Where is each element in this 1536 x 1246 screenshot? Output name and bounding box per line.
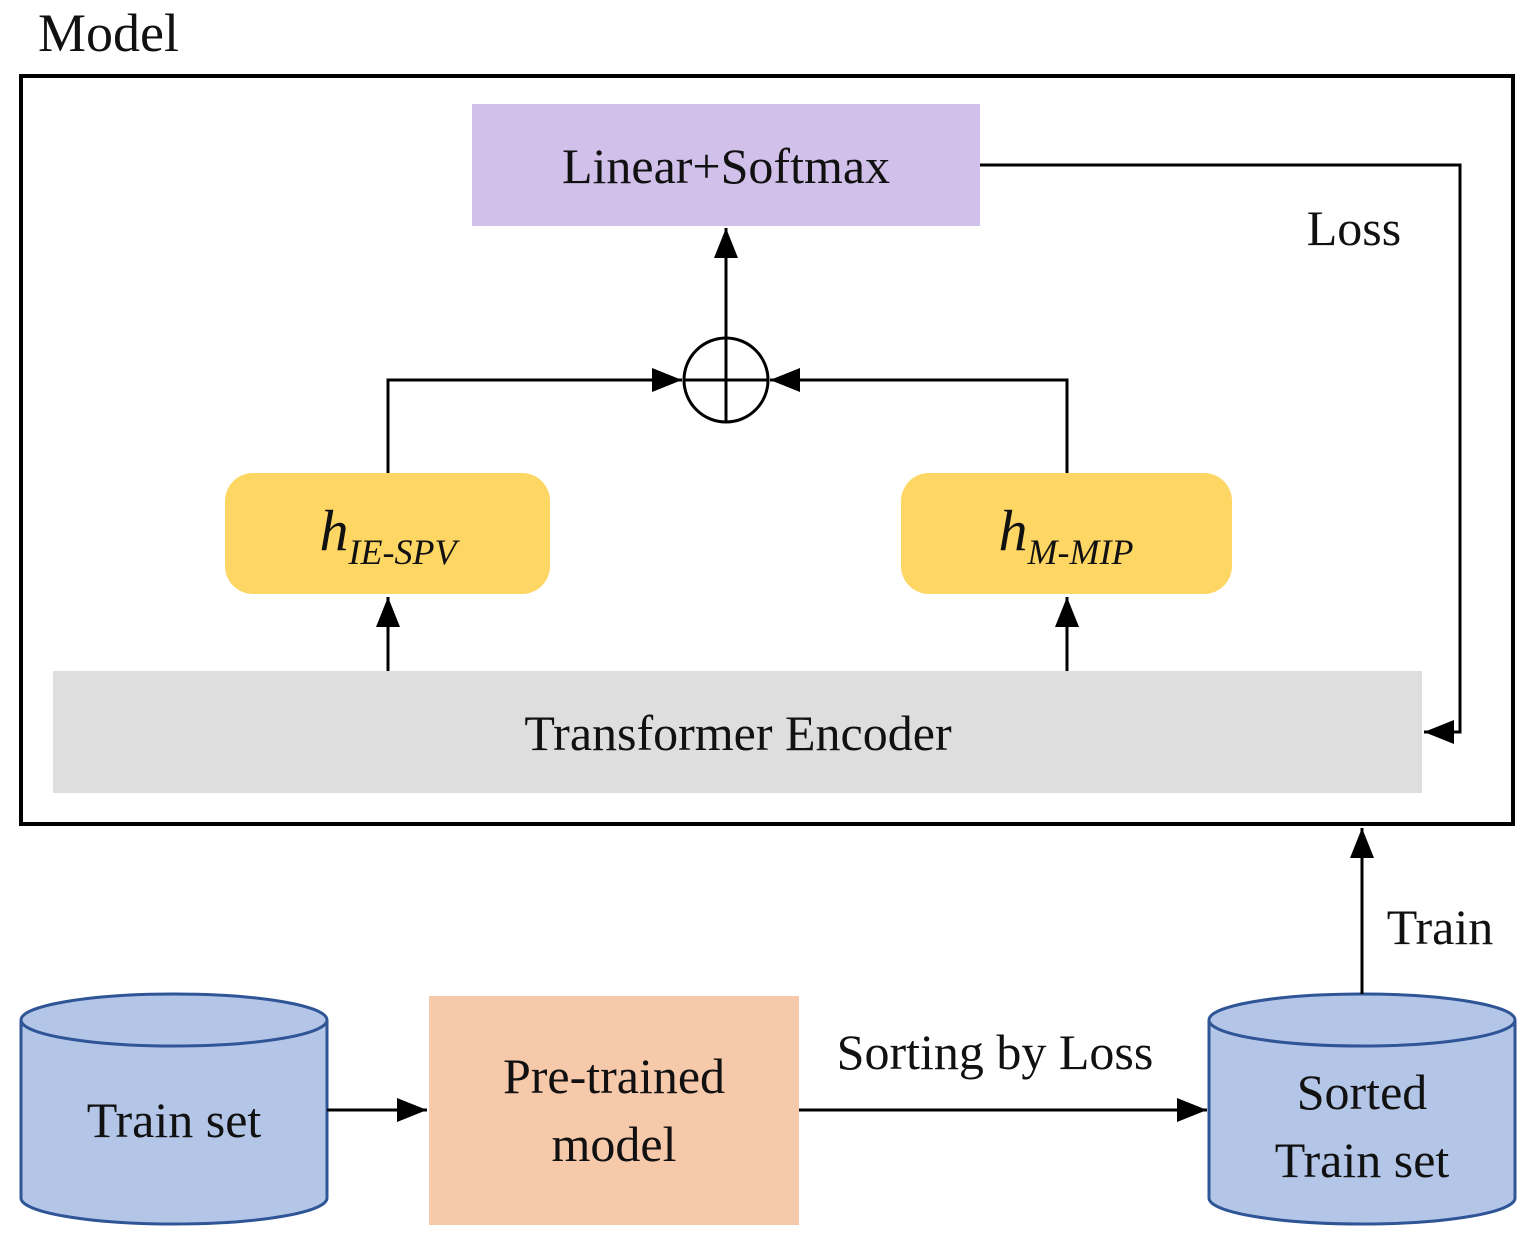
arrow-loss-feedback <box>980 163 1462 744</box>
sorted-train-set-database-icon <box>1207 992 1517 1226</box>
train-set-label: Train set <box>86 1092 262 1148</box>
sum-node-icon <box>682 336 770 424</box>
train-label: Train <box>1386 899 1494 955</box>
linear-softmax-box <box>472 104 980 226</box>
train-set-database-icon <box>19 992 329 1226</box>
pretrained-label-line2: model <box>551 1116 677 1172</box>
pretrained-model-box <box>429 996 799 1225</box>
hidden-m-mip-subscript: M-MIP <box>1027 532 1134 572</box>
model-title: Model <box>38 3 179 63</box>
sorted-label-line1: Sorted <box>1296 1064 1428 1120</box>
hidden-m-mip-box <box>901 473 1232 594</box>
sorting-by-loss-label: Sorting by Loss <box>836 1024 1154 1080</box>
arrow-m-mip-to-sum <box>770 368 1069 473</box>
loss-label: Loss <box>1306 200 1402 256</box>
hidden-m-mip-label: hM-MIP <box>999 502 1134 572</box>
transformer-encoder-box <box>53 671 1422 793</box>
hidden-ie-spv-subscript: IE-SPV <box>348 532 457 572</box>
linear-softmax-label: Linear+Softmax <box>561 138 891 194</box>
hidden-ie-spv-label: hIE-SPV <box>320 502 457 572</box>
hidden-ie-spv-box <box>225 473 550 594</box>
hidden-ie-spv-symbol: h <box>319 498 349 563</box>
pretrained-label-line1: Pre-trained <box>502 1048 726 1104</box>
arrow-ie-spv-to-sum <box>386 368 682 473</box>
transformer-encoder-label: Transformer Encoder <box>524 705 952 761</box>
hidden-m-mip-symbol: h <box>998 498 1028 563</box>
model-container <box>19 74 1515 826</box>
sorted-label-line2: Train set <box>1274 1132 1450 1188</box>
